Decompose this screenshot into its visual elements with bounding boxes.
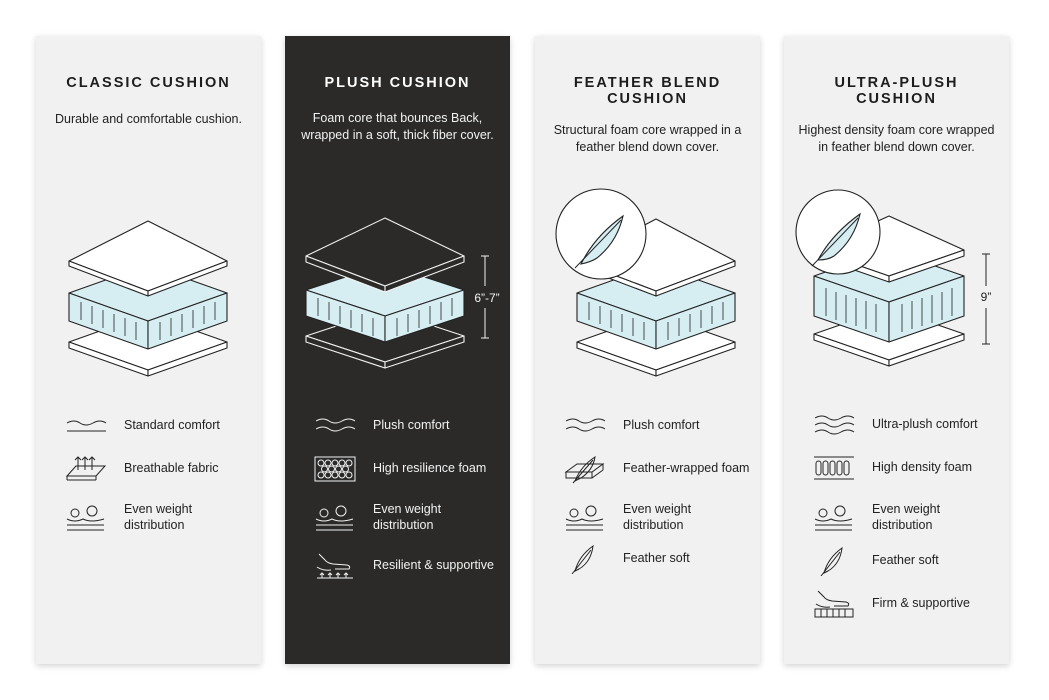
feature-label: Firm & supportive bbox=[872, 596, 970, 611]
panel-plush-cushion: PLUSH CUSHION Foam core that bounces Bac… bbox=[285, 36, 510, 664]
feature-label: Even weight distribution bbox=[872, 502, 941, 532]
feature-label: Even weight distribution bbox=[623, 502, 692, 532]
feature-label: High density foam bbox=[872, 460, 973, 475]
high-density-foam-icon bbox=[814, 456, 854, 480]
feature-item: Even weight distribution bbox=[313, 502, 500, 533]
panel-title: CLASSIC CUSHION bbox=[66, 75, 231, 91]
feature-label: Resilient & supportive bbox=[373, 558, 494, 573]
weight-distribution-icon bbox=[814, 505, 853, 530]
panel-title: PLUSH CUSHION bbox=[324, 75, 471, 91]
cushion-layers-illustration bbox=[555, 188, 736, 377]
weight-distribution-icon bbox=[315, 505, 354, 530]
hand-press-icon bbox=[316, 553, 353, 579]
panel-description: Highest density foam core wrapped in fea… bbox=[798, 123, 995, 154]
wave-icon bbox=[315, 418, 356, 432]
feature-item: Feather soft bbox=[812, 546, 999, 576]
feature-item: Resilient & supportive bbox=[313, 551, 500, 581]
feature-item: Even weight distribution bbox=[812, 502, 999, 533]
feature-item: Standard comfort bbox=[64, 411, 251, 441]
feature-item: Feather-wrapped foam bbox=[563, 454, 750, 484]
weight-distribution-icon bbox=[565, 505, 604, 530]
feature-item: High resilience foam bbox=[313, 454, 500, 484]
feature-label: Ultra-plush comfort bbox=[872, 417, 978, 432]
feather-icon bbox=[571, 544, 594, 574]
wave-icon bbox=[66, 420, 107, 432]
weight-distribution-icon bbox=[66, 505, 105, 530]
feature-label: Feather soft bbox=[623, 551, 690, 566]
feature-label: High resilience foam bbox=[373, 461, 487, 476]
panel-description: Durable and comfortable cushion. bbox=[55, 112, 242, 126]
panel-description: Structural foam core wrapped in a feathe… bbox=[553, 123, 742, 154]
feature-item: Ultra-plush comfort bbox=[812, 410, 999, 440]
feature-label: Plush comfort bbox=[373, 418, 450, 433]
feature-item: High density foam bbox=[812, 453, 999, 483]
dimension-label: 9” bbox=[980, 290, 992, 304]
panel-title: FEATHER BLEND CUSHION bbox=[573, 75, 722, 107]
feature-item: Firm & supportive bbox=[812, 589, 999, 619]
cushion-layers-illustration bbox=[795, 189, 990, 367]
breathable-fabric-icon bbox=[65, 456, 107, 481]
honeycomb-foam-icon bbox=[314, 456, 356, 482]
feature-item: Plush comfort bbox=[313, 411, 500, 441]
wave-icon bbox=[814, 415, 855, 435]
feather-icon bbox=[820, 546, 843, 576]
panel-feather-blend-cushion: FEATHER BLEND CUSHION Structural foam co… bbox=[535, 36, 760, 664]
panel-ultra-plush-cushion: ULTRA-PLUSH CUSHION Highest density foam… bbox=[784, 36, 1009, 664]
dimension-label: 6”-7” bbox=[474, 291, 500, 305]
feature-item: Even weight distribution bbox=[64, 502, 251, 533]
feature-label: Even weight distribution bbox=[373, 502, 442, 532]
feature-item: Plush comfort bbox=[563, 411, 750, 441]
panel-title: ULTRA-PLUSH CUSHION bbox=[834, 75, 959, 107]
cushion-layers-illustration bbox=[305, 217, 489, 369]
hand-press-icon bbox=[814, 590, 854, 618]
feature-label: Feather-wrapped foam bbox=[623, 461, 750, 476]
feature-label: Even weight distribution bbox=[124, 502, 193, 532]
panel-classic-cushion: CLASSIC CUSHION Durable and comfortable … bbox=[36, 36, 261, 664]
feather-badge-icon bbox=[555, 188, 647, 280]
feature-label: Feather soft bbox=[872, 553, 939, 568]
feature-label: Breathable fabric bbox=[124, 461, 219, 476]
feature-item: Breathable fabric bbox=[64, 454, 251, 484]
panel-description: Foam core that bounces Back, wrapped in … bbox=[301, 111, 494, 142]
wave-icon bbox=[565, 418, 606, 432]
feature-label: Plush comfort bbox=[623, 418, 700, 433]
cushion-layers-illustration bbox=[68, 220, 228, 377]
feature-item: Feather soft bbox=[563, 544, 750, 574]
feather-badge-icon bbox=[795, 189, 881, 275]
feather-wrapped-icon bbox=[564, 455, 605, 484]
feature-item: Even weight distribution bbox=[563, 502, 750, 533]
feature-label: Standard comfort bbox=[124, 418, 220, 433]
